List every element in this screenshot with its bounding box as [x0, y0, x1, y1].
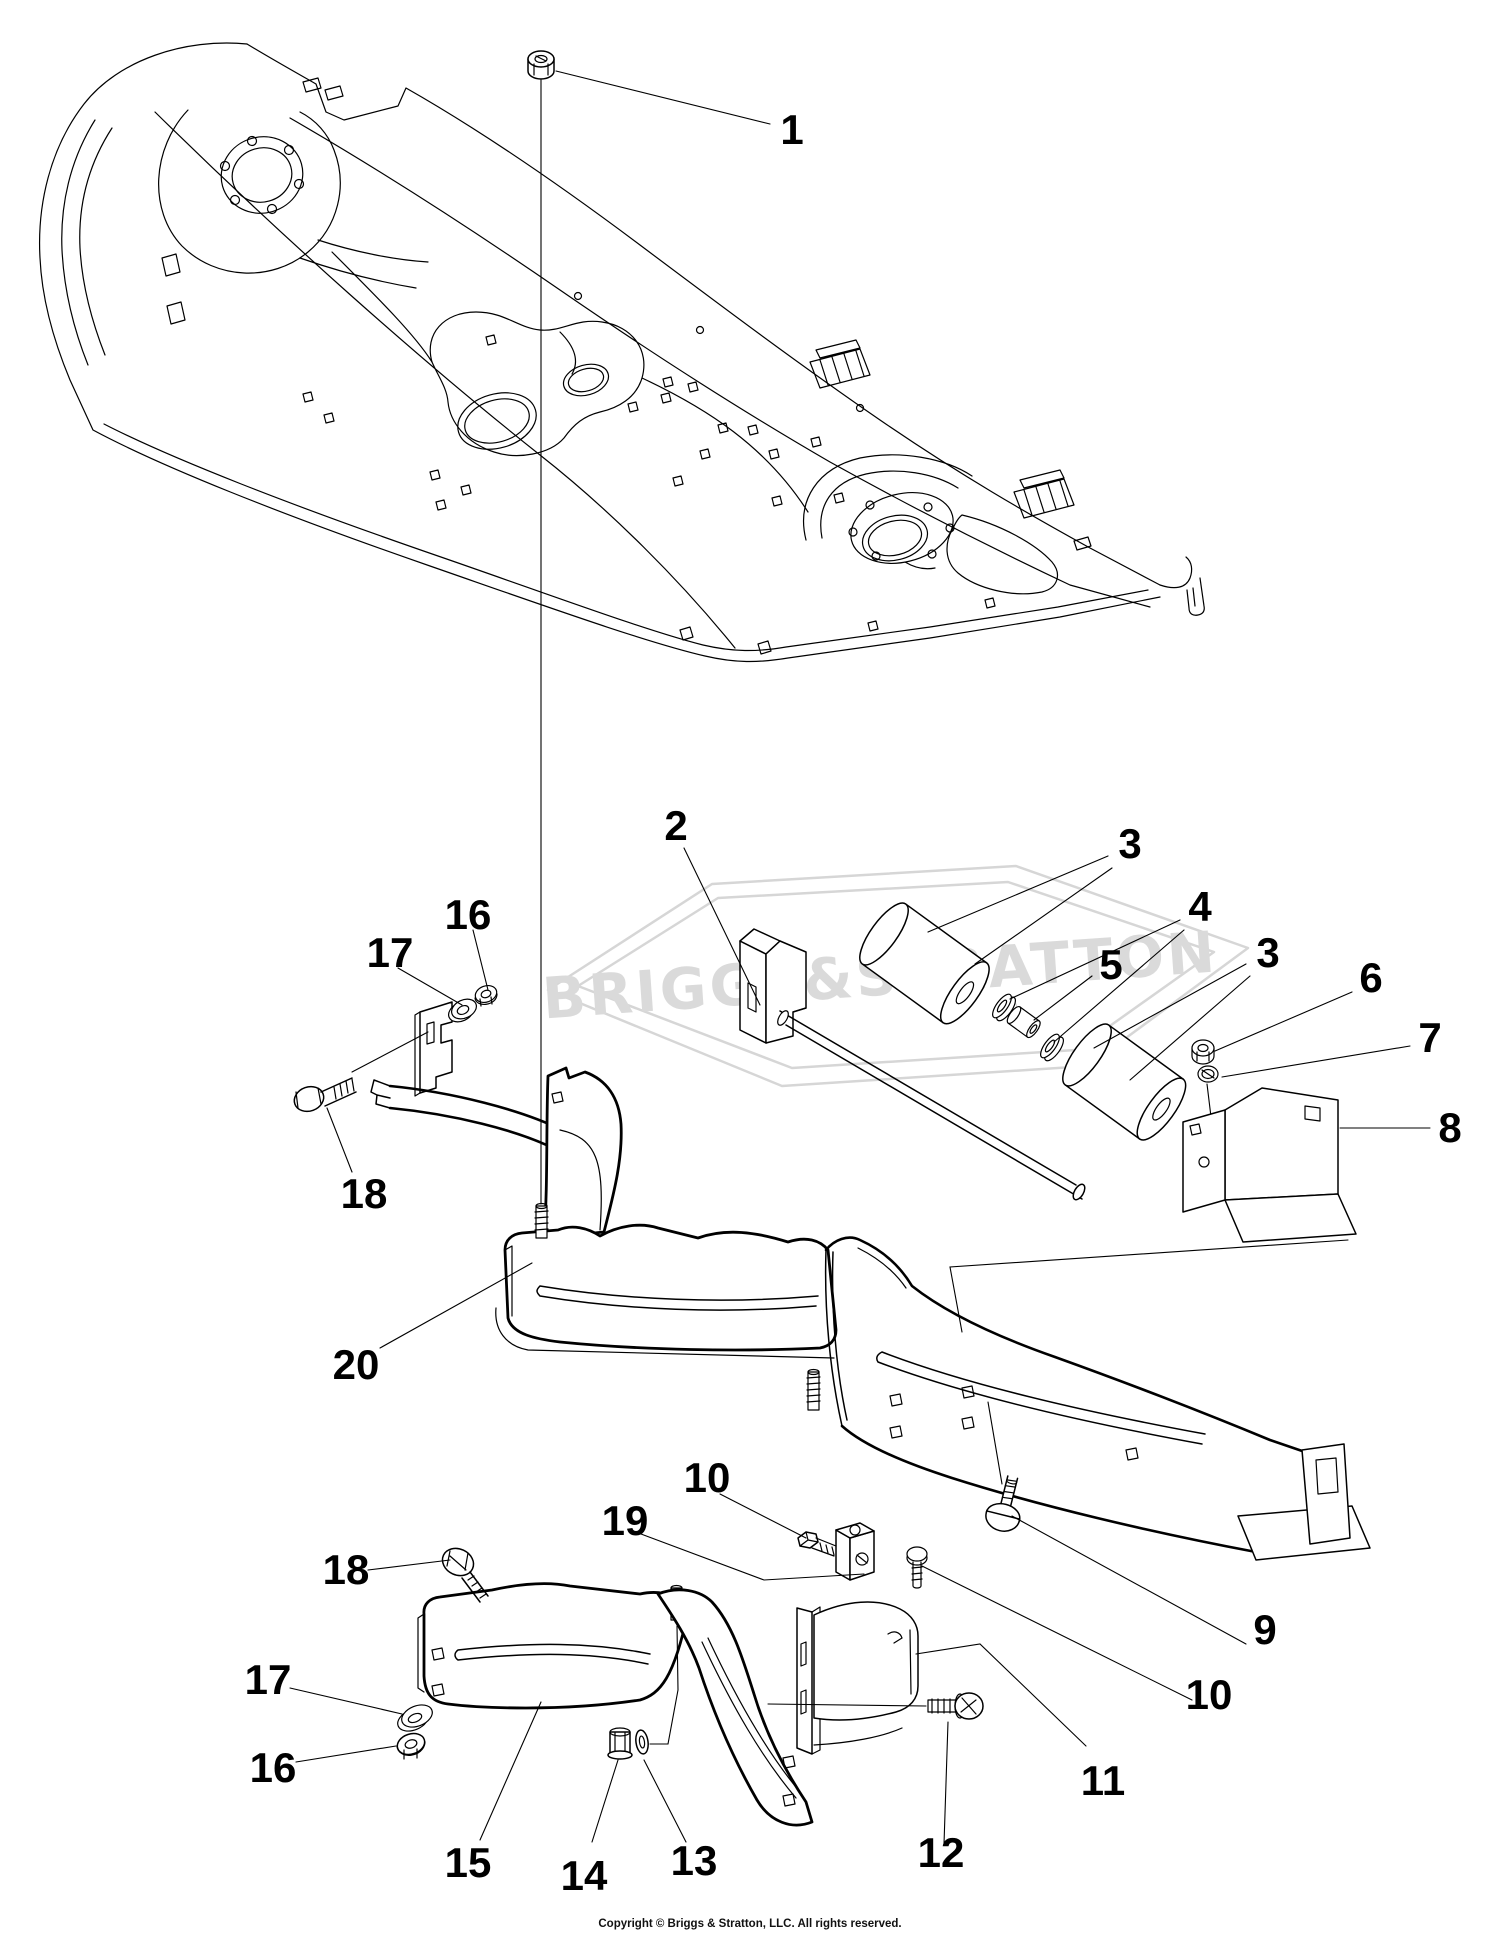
part-15-lower-left-baffle — [417, 1582, 690, 1710]
part-3-roller-front — [859, 902, 990, 1025]
part-12-flange-bolt — [927, 1692, 984, 1720]
part-20-left-baffle — [495, 1223, 838, 1359]
part-upper-wave-baffle — [542, 1066, 623, 1240]
part-hanger-arm — [370, 1079, 564, 1152]
callout-16: 16 — [445, 891, 492, 938]
part-hanger-bracket-plate — [414, 1001, 453, 1097]
part-right-baffle-stud — [806, 1368, 821, 1411]
part-5-spacer-tube — [1006, 1005, 1041, 1039]
part-13-washer — [635, 1729, 649, 1755]
part-14-flange-nut — [607, 1727, 633, 1760]
callout-7: 7 — [1418, 1014, 1441, 1061]
part-1-flange-nut — [527, 50, 555, 80]
callout-5: 5 — [1099, 941, 1122, 988]
callout-2: 2 — [664, 802, 687, 849]
callout-11: 11 — [1081, 1757, 1125, 1804]
copyright-text: Copyright © Briggs & Stratton, LLC. All … — [598, 1918, 901, 1930]
part-10-hex-screw-left — [797, 1531, 837, 1557]
callout-14: 14 — [561, 1852, 608, 1899]
callout-9: 9 — [1253, 1606, 1276, 1653]
part-18-carriage-bolt-middle — [293, 1077, 357, 1113]
callout-16: 16 — [250, 1744, 297, 1791]
callout-1: 1 — [780, 106, 803, 153]
part-9-carriage-bolt — [985, 1475, 1021, 1532]
callout-17: 17 — [245, 1656, 292, 1703]
part-mower-deck-shell — [38, 42, 1205, 663]
part-7-shoulder-bolt — [1197, 1065, 1219, 1083]
callout-3: 3 — [1118, 820, 1141, 867]
part-2-roller-bracket-and-shaft — [739, 928, 1086, 1201]
callout-18: 18 — [323, 1546, 370, 1593]
callout-12: 12 — [918, 1829, 965, 1876]
part-16-nut-lower — [396, 1732, 426, 1760]
callout-13: 13 — [671, 1837, 718, 1884]
part-17-washer-lower — [397, 1704, 433, 1732]
callout-10: 10 — [684, 1454, 731, 1501]
callout-4: 4 — [1188, 883, 1212, 930]
callout-10: 10 — [1186, 1671, 1233, 1718]
callout-8: 8 — [1438, 1104, 1461, 1151]
part-20-mounting-stud — [534, 1202, 549, 1239]
part-18-carriage-bolt-lower — [441, 1547, 489, 1603]
part-right-baffle — [824, 1236, 1371, 1561]
part-4-washer-rear — [1040, 1033, 1065, 1062]
part-10-hex-screw-right — [906, 1546, 928, 1589]
part-4-washer-front — [992, 993, 1017, 1022]
callout-3: 3 — [1256, 929, 1279, 976]
part-center-deflector — [656, 1588, 814, 1827]
part-8-roller-bracket — [1182, 1087, 1357, 1243]
callout-17: 17 — [367, 929, 414, 976]
callout-6: 6 — [1359, 954, 1382, 1001]
part-17-washer-middle — [448, 998, 477, 1023]
callout-19: 19 — [602, 1497, 649, 1544]
callout-leader-lines — [289, 70, 1431, 1845]
part-19-cable-clamp-block — [835, 1522, 875, 1581]
part-6-lock-nut — [1191, 1039, 1215, 1065]
callout-18: 18 — [341, 1170, 388, 1217]
callout-15: 15 — [445, 1839, 492, 1886]
deck-holes — [302, 291, 996, 655]
callout-20: 20 — [333, 1341, 380, 1388]
part-11-clamp-bracket — [796, 1601, 919, 1755]
part-16-nut-middle — [474, 984, 498, 1007]
part-3-roller-rear — [1062, 1023, 1187, 1141]
